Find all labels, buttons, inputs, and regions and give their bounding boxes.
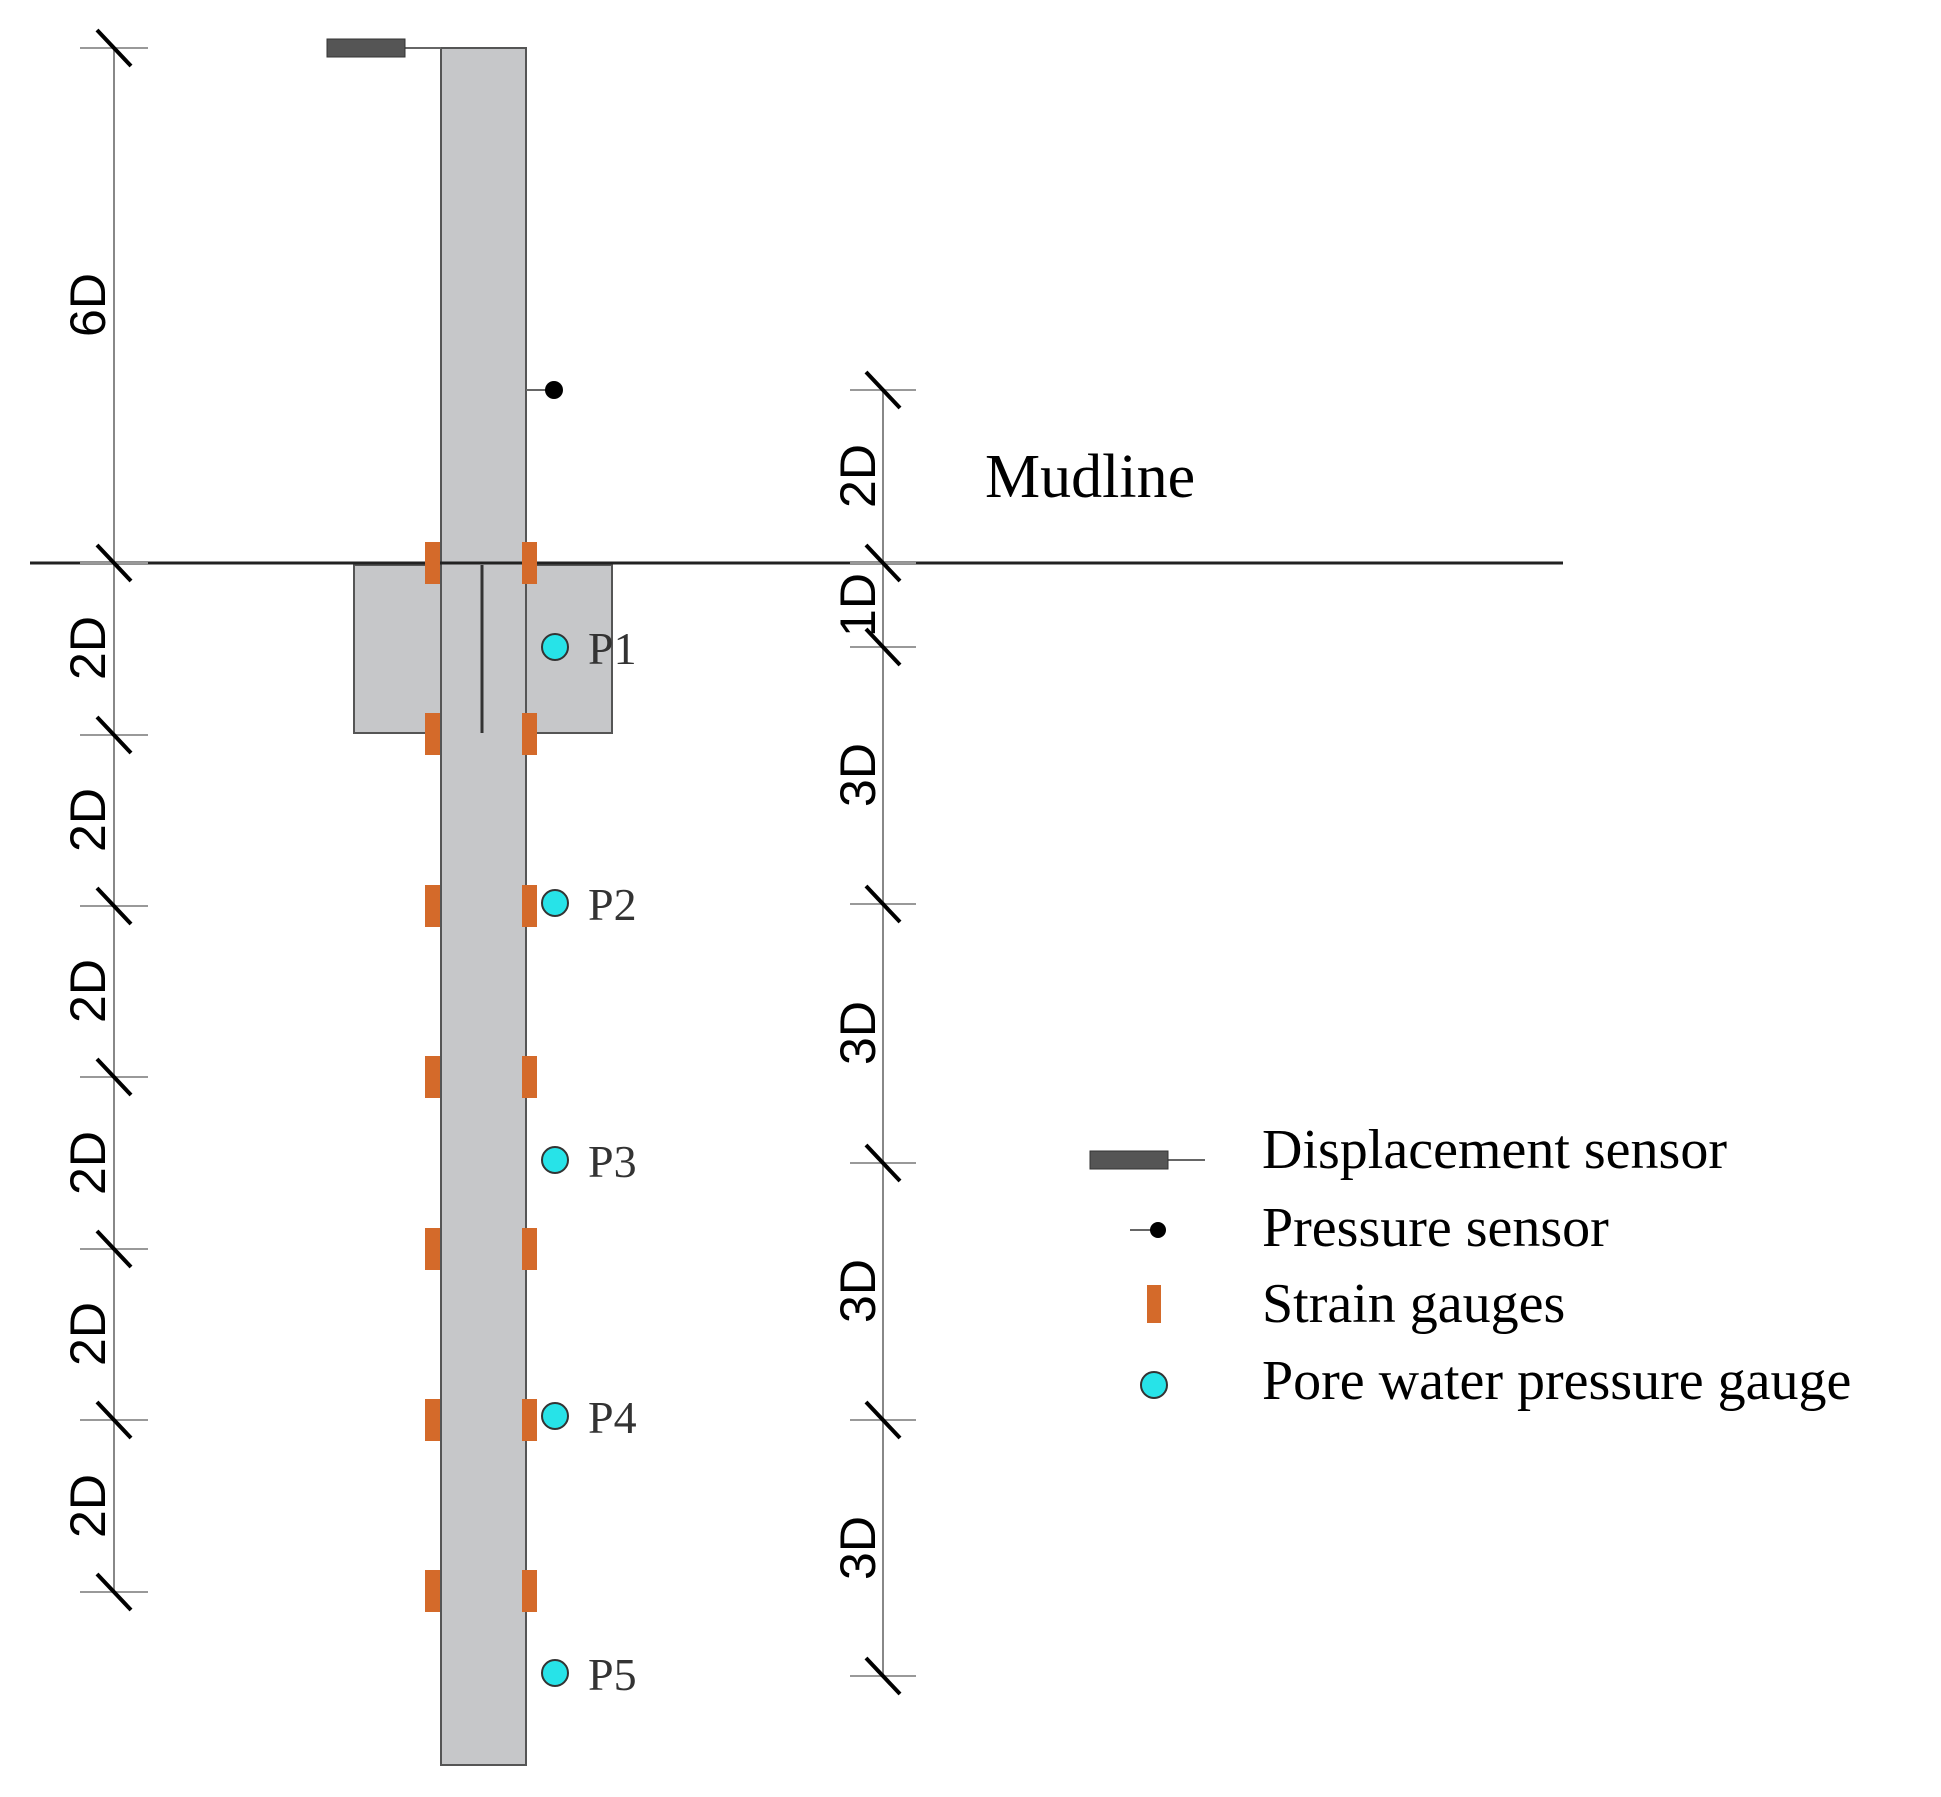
left-dim-2d-4: 2D xyxy=(60,1131,116,1195)
legend: Displacement sensor Pressure sensor Stra… xyxy=(1089,1119,1851,1412)
right-dimension-ticks xyxy=(850,370,916,1696)
left-dimension-ticks xyxy=(80,28,148,1612)
left-dim-2d-1: 2D xyxy=(60,616,116,680)
pore-gauge-p4: P4 xyxy=(541,1392,637,1443)
legend-pressure-sensor-label: Pressure sensor xyxy=(1262,1197,1609,1259)
legend-pore-water-pressure-gauge: Pore water pressure gauge xyxy=(1140,1350,1851,1412)
legend-pressure-sensor-icon xyxy=(1150,1222,1166,1238)
pore-gauge-p2: P2 xyxy=(541,879,637,930)
pore-gauge-p3: P3 xyxy=(541,1136,637,1187)
legend-pressure-sensor: Pressure sensor xyxy=(1130,1197,1609,1259)
right-dim-2d: 2D xyxy=(830,444,886,508)
legend-displacement-sensor-icon xyxy=(1089,1150,1169,1170)
right-dim-3d-3: 3D xyxy=(830,1259,886,1323)
legend-pore-gauge-icon xyxy=(1140,1371,1168,1399)
displacement-sensor xyxy=(326,38,441,58)
pore-label-p3: P3 xyxy=(588,1136,637,1187)
pore-label-p1: P1 xyxy=(588,623,637,674)
strain-gauges xyxy=(425,542,537,1612)
left-dim-2d-2: 2D xyxy=(60,788,116,852)
left-dim-2d-6: 2D xyxy=(60,1474,116,1538)
right-dim-3d-1: 3D xyxy=(830,743,886,807)
pore-label-p2: P2 xyxy=(588,879,637,930)
pile xyxy=(440,47,527,1766)
pore-gauge-p5: P5 xyxy=(541,1649,637,1700)
left-dim-2d-5: 2D xyxy=(60,1302,116,1366)
legend-displacement-sensor: Displacement sensor xyxy=(1089,1119,1727,1181)
left-dim-6d: 6D xyxy=(60,273,116,337)
left-dim-2d-3: 2D xyxy=(60,959,116,1023)
legend-pore-water-pressure-gauge-label: Pore water pressure gauge xyxy=(1262,1350,1851,1412)
pore-label-p4: P4 xyxy=(588,1392,637,1443)
mudline-label: Mudline xyxy=(985,443,1195,511)
legend-strain-gauges-label: Strain gauges xyxy=(1262,1273,1565,1335)
legend-displacement-sensor-label: Displacement sensor xyxy=(1262,1119,1727,1181)
legend-strain-gauges: Strain gauges xyxy=(1147,1273,1565,1335)
right-dim-1d: 1D xyxy=(830,573,886,637)
right-dim-3d-4: 3D xyxy=(830,1516,886,1580)
pore-gauge-p1: P1 xyxy=(541,623,637,674)
pressure-sensor xyxy=(526,381,563,399)
right-dim-3d-2: 3D xyxy=(830,1001,886,1065)
pore-label-p5: P5 xyxy=(588,1649,637,1700)
legend-strain-gauge-icon xyxy=(1147,1285,1161,1323)
